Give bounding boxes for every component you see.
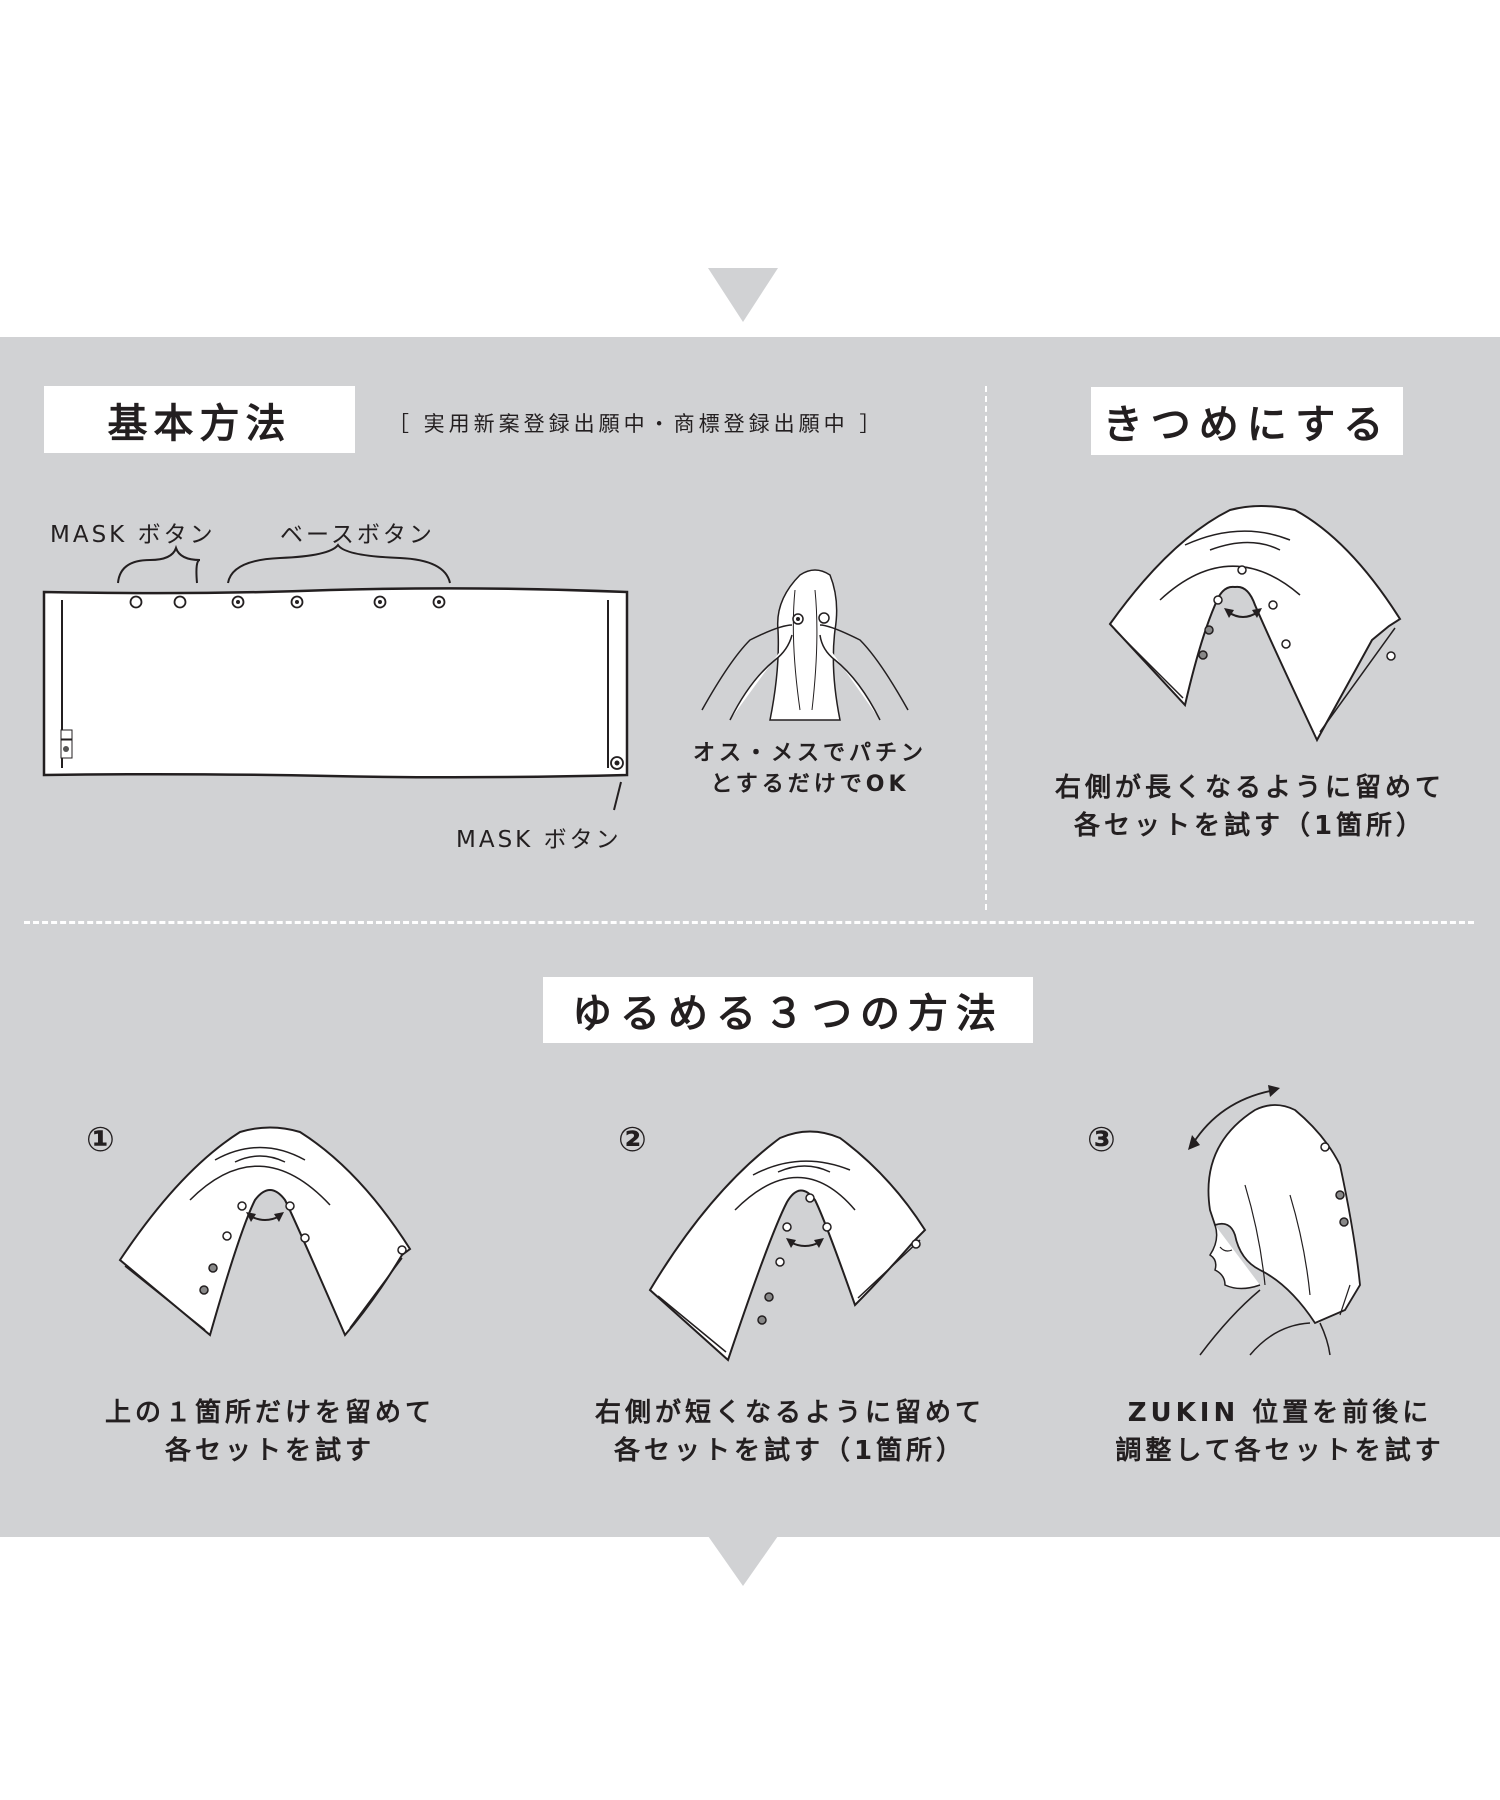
adjust-arrow-icon (789, 1241, 821, 1247)
base-button-icon (290, 595, 304, 609)
loosen-title: ゆるめる３つの方法 (543, 977, 1033, 1043)
method-3-number: ③ (1087, 1120, 1116, 1160)
base-brace-icon (227, 543, 451, 584)
horizontal-divider (24, 921, 1474, 924)
base-button-icon (432, 595, 446, 609)
method-3-hood-illustration (1188, 1085, 1361, 1356)
method-1-scarf-diagram (118, 1126, 412, 1337)
method-2-number: ② (618, 1120, 647, 1160)
hands-snap-illustration (701, 569, 909, 721)
tighten-scarf-diagram (1108, 505, 1402, 743)
snap-button-icon (792, 613, 804, 625)
mask-button-icon (173, 595, 187, 609)
base-button-label: ベースボタン (280, 522, 435, 548)
vertical-divider (985, 386, 987, 910)
tighten-title: きつめにする (1091, 387, 1403, 455)
snap-caption: オス・メスでパチン とするだけでOK (692, 741, 927, 797)
basic-method-title: 基本方法 (44, 386, 355, 453)
mask-button-label-bottom: MASK ボタン (456, 827, 622, 853)
down-arrow-bottom-icon (708, 1536, 778, 1586)
mask-brace-icon (117, 544, 201, 584)
mask-button-icon (610, 756, 624, 770)
tighten-caption: 右側が長くなるように留めて 各セットを試す（1箇所） (1054, 773, 1445, 841)
mask-button-icon (129, 595, 143, 609)
mask-button-label-top: MASK ボタン (50, 522, 216, 548)
base-button-icon (373, 595, 387, 609)
method-2-scarf-diagram (648, 1130, 927, 1362)
basic-method-title-text: 基本方法 (107, 400, 292, 447)
method-2-caption: 右側が短くなるように留めて 各セットを試す（1箇所） (594, 1398, 985, 1466)
down-arrow-top-icon (708, 268, 778, 322)
scarf-flat-diagram (42, 543, 629, 811)
snap-button-icon (818, 612, 830, 624)
patent-pending-note: ［ 実用新案登録出願中・商標登録出願中 ］ (388, 412, 885, 436)
tighten-title-text: きつめにする (1102, 402, 1392, 448)
method-1-caption: 上の１箇所だけを留めて 各セットを試す (104, 1398, 435, 1466)
adjust-arrow-icon (249, 1215, 281, 1221)
adjust-arrow-icon (1227, 611, 1259, 618)
base-button-icon (231, 595, 245, 609)
adjust-arrow-icon (1191, 1089, 1276, 1146)
loosen-title-text: ゆるめる３つの方法 (572, 991, 1004, 1037)
method-1-number: ① (86, 1120, 115, 1160)
method-3-caption: ZUKIN 位置を前後に 調整して各セットを試す (1115, 1398, 1445, 1466)
